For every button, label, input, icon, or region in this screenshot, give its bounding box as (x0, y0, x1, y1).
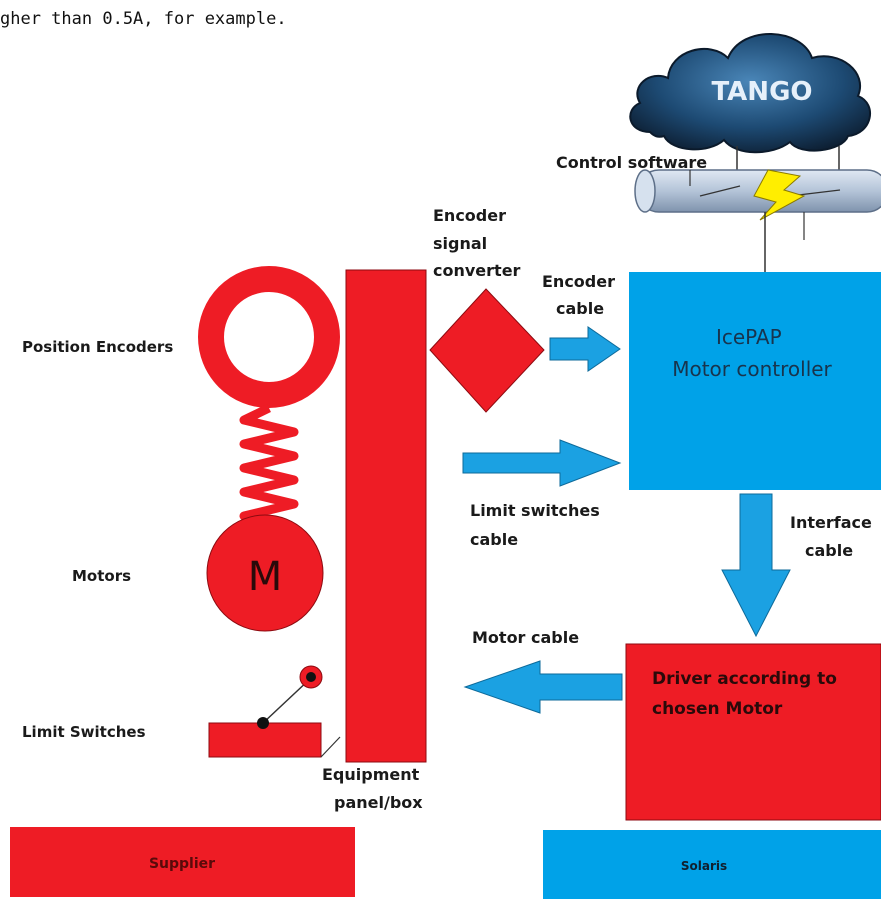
equipment-label: Equipment panel/box (322, 765, 425, 812)
equipment-panel (345, 269, 427, 763)
limit-switch-pivot (257, 717, 269, 729)
position-encoders-label: Position Encoders (22, 338, 173, 356)
limit-cable-arrow (462, 439, 622, 487)
motors-label: Motors (72, 567, 131, 585)
position-encoder-ring (198, 266, 340, 408)
control-software-label: Control software (556, 153, 707, 172)
motor-symbol: M (248, 554, 283, 600)
encoder-cable-label-line: cable (556, 299, 604, 318)
encoder-converter-diamond (429, 288, 545, 413)
pipe-end (634, 169, 656, 213)
tango-cloud: TANGO (629, 33, 871, 154)
driver-label-line: chosen Motor (652, 699, 783, 719)
limit-switch-wire (320, 736, 341, 758)
control-software-bus (634, 146, 881, 272)
icepap-label-line: Motor controller (672, 357, 832, 381)
lightning-icon (753, 169, 806, 221)
limit-switch-lever (262, 677, 312, 724)
solaris-legend-box (543, 830, 881, 899)
interface-cable-arrow (721, 493, 791, 638)
encoder-converter-label-line: converter (433, 261, 521, 280)
motor-circle (206, 514, 324, 632)
limit-switches-label: Limit Switches (22, 723, 146, 741)
limit-cable-label-line: cable (470, 530, 518, 549)
spring-coupling (239, 403, 299, 529)
encoder-converter-label-line: Encoder (433, 206, 506, 225)
encoder-converter-label: Encoder signal converter (433, 206, 521, 280)
encoder-cable-label: Encoder cable (542, 272, 621, 318)
limit-cable-label: Limit switches cable (470, 501, 605, 549)
supplier-label: Supplier (149, 856, 215, 872)
icepap-box (629, 272, 881, 490)
motor-cable-arrow (463, 660, 623, 714)
supplier-legend-box (10, 827, 355, 897)
motor-cable-label: Motor cable (472, 628, 579, 647)
icepap-label: IcePAP Motor controller (672, 325, 832, 381)
cloud-label: TANGO (711, 77, 812, 107)
icepap-controller: IcePAP Motor controller (629, 272, 881, 490)
intro-text: gher than 0.5A, for example. (0, 9, 287, 29)
pipe-tap (699, 185, 741, 197)
solaris-label: Solaris (681, 859, 727, 873)
interface-cable-label-line: cable (805, 541, 853, 560)
limit-cable-label-line: Limit switches (470, 501, 600, 520)
driver-label-line: Driver according to (652, 669, 837, 689)
equipment-label-line: panel/box (334, 793, 423, 812)
limit-switch-knob-center (306, 672, 316, 682)
driver-label: Driver according to chosen Motor (652, 669, 843, 719)
encoder-cable-arrow (549, 326, 621, 372)
equipment-label-line: Equipment (322, 765, 420, 784)
limit-switch (208, 665, 341, 758)
icepap-label-line: IcePAP (716, 325, 782, 349)
interface-cable-label: Interface cable (790, 513, 877, 560)
interface-cable-label-line: Interface (790, 513, 872, 532)
limit-switch-base (208, 722, 322, 758)
driver-box (625, 643, 881, 821)
cloud-icon (629, 33, 871, 154)
encoder-converter-label-line: signal (433, 234, 487, 253)
encoder-cable-label-line: Encoder (542, 272, 615, 291)
